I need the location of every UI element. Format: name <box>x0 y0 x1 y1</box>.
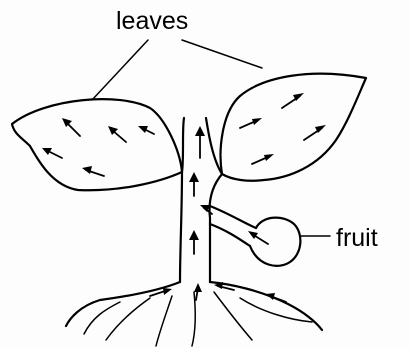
leaves-leader-line-right <box>182 40 262 68</box>
leaves-label: leaves <box>116 7 188 35</box>
arrow-root-right-2-head <box>266 293 275 300</box>
arrow-left-leaf-4-head <box>82 166 92 174</box>
arrow-right-leaf-4-head <box>264 154 274 161</box>
arrow-stem-mid-head <box>189 172 199 182</box>
arrow-left-leaf-5-head <box>138 126 148 133</box>
roots <box>66 282 322 346</box>
leaves-leader-line-left <box>92 40 148 100</box>
fruit-stalk <box>210 206 256 246</box>
fruit-body <box>250 218 300 266</box>
arrow-stem-upper-head <box>195 126 205 136</box>
arrow-right-leaf-2-head <box>252 118 262 125</box>
fruit-label: fruit <box>336 224 378 252</box>
left-leaf <box>12 99 182 190</box>
arrow-root-left-head <box>163 288 172 295</box>
arrow-root-center-head <box>194 283 202 292</box>
stem <box>180 118 222 282</box>
arrow-stem-lower-head <box>189 230 199 240</box>
